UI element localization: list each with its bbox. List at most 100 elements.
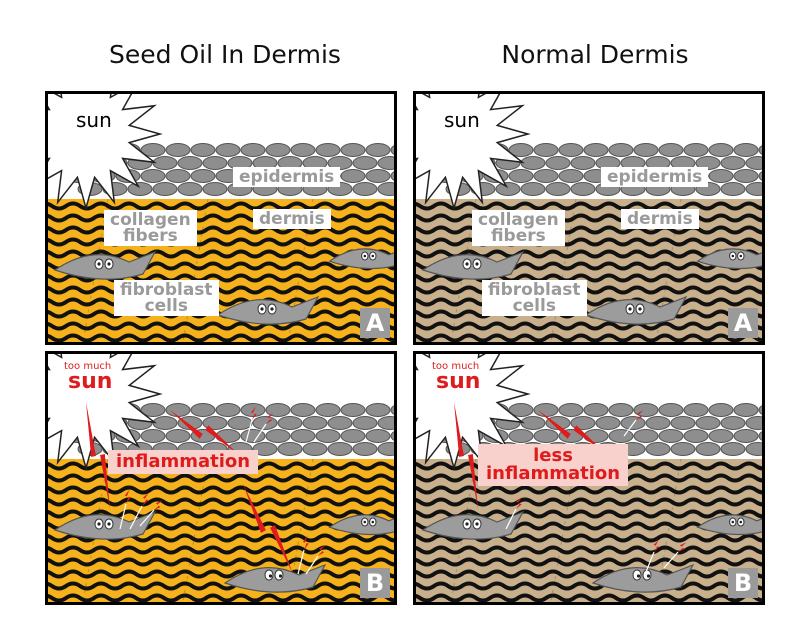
epidermis-cell-icon	[140, 429, 166, 443]
epidermis-cell-icon	[140, 403, 166, 417]
fibroblast-cell-icon	[584, 295, 688, 325]
fibroblast-cell-icon	[696, 514, 762, 536]
epidermis-cell-icon	[520, 182, 546, 196]
lightning-bolt-icon	[302, 535, 309, 550]
epidermis-cell-icon	[165, 143, 191, 157]
epidermis-cell-icon	[152, 156, 178, 170]
epidermis-cell-icon	[215, 143, 241, 157]
title-normal: Normal Dermis	[501, 40, 689, 69]
epidermis-cell-icon	[658, 143, 684, 157]
epidermis-cell-icon	[708, 429, 734, 443]
epidermis-cell-icon	[190, 403, 216, 417]
epidermis-cell-icon	[290, 403, 316, 417]
epidermis-cell-icon	[190, 169, 216, 183]
too-much-label: too much	[432, 361, 480, 372]
sun-icon	[416, 354, 531, 471]
fibroblast-cell-icon	[216, 295, 320, 325]
lightning-bolt-icon	[636, 410, 644, 420]
epidermis-cell-icon	[177, 156, 203, 170]
epidermis-cell-icon	[340, 403, 366, 417]
too-much-label: too much	[64, 361, 112, 372]
epidermis-cell-icon	[720, 182, 746, 196]
lightning-bolt-icon	[516, 497, 522, 509]
epidermis-cell-icon	[683, 429, 709, 443]
epidermis-label: epidermis	[601, 167, 709, 187]
epidermis-cell-icon	[533, 169, 559, 183]
epidermis-cell-icon	[558, 169, 584, 183]
epidermis-cell-icon	[683, 403, 709, 417]
epidermis-cell-icon	[545, 416, 571, 430]
epidermis-cell-icon	[377, 182, 394, 196]
epidermis-cell-icon	[608, 429, 634, 443]
lightning-bolt-icon	[243, 484, 293, 574]
epidermis-cell-icon	[733, 169, 759, 183]
epidermis-cell-icon	[695, 416, 721, 430]
dermis-label: dermis	[621, 209, 699, 229]
epidermis-cell-icon	[340, 169, 366, 183]
lightning-bolt-icon	[124, 489, 131, 504]
lightning-bolt-icon	[538, 410, 606, 454]
epidermis-cell-icon	[290, 429, 316, 443]
epidermis-cell-icon	[215, 403, 241, 417]
panel-letter-b: B	[360, 568, 390, 598]
panel-letter-a: A	[728, 308, 758, 338]
epidermis-cell-icon	[365, 143, 391, 157]
epidermis-cell-icon	[352, 416, 378, 430]
spark-line	[245, 419, 253, 443]
fibroblast-cell-icon	[53, 250, 157, 280]
epidermis-cell-icon	[177, 416, 203, 430]
epidermis-cell-icon	[733, 403, 759, 417]
epidermis-cell-icon	[508, 143, 534, 157]
lightning-bolt-icon	[250, 406, 257, 420]
epidermis-cell-icon	[495, 182, 521, 196]
epidermis-cell-icon	[708, 143, 734, 157]
less-inflammation-label: less inflammation	[478, 444, 629, 486]
spark-line	[253, 423, 267, 443]
epidermis-cell-icon	[708, 403, 734, 417]
fibroblast-cell-icon	[328, 248, 394, 270]
epidermis-cell-icon	[377, 442, 394, 456]
epidermis-cell-icon	[202, 416, 228, 430]
lightning-bolt-icon	[86, 402, 110, 509]
epidermis-cell-icon	[377, 416, 394, 430]
spark-line	[505, 508, 517, 530]
collagen-label: collagen fibers	[472, 210, 565, 246]
epidermis-cell-icon	[165, 403, 191, 417]
epidermis-cell-icon	[533, 403, 559, 417]
epidermis-cell-icon	[758, 171, 762, 181]
lightning-bolt-icon	[170, 410, 238, 454]
epidermis-cell-icon	[265, 429, 291, 443]
fibroblast-cell-icon	[328, 514, 394, 536]
epidermis-cell-icon	[265, 143, 291, 157]
title-seed-oil: Seed Oil In Dermis	[109, 40, 341, 69]
epidermis-cell-icon	[240, 403, 266, 417]
inflammation-label: inflammation	[108, 450, 259, 474]
sun-icon	[48, 94, 163, 211]
epidermis-cell-icon	[658, 429, 684, 443]
epidermis-cell-icon	[327, 442, 353, 456]
epidermis-cell-icon	[720, 442, 746, 456]
spark-line	[305, 555, 319, 575]
epidermis-cell-icon	[315, 429, 341, 443]
spark-line	[663, 551, 679, 569]
epidermis-cell-icon	[127, 182, 153, 196]
lightning-bolt-icon	[454, 402, 478, 509]
epidermis-cell-icon	[390, 145, 394, 155]
fibroblast-cell-icon	[223, 563, 327, 593]
panel-letter-b: B	[728, 568, 758, 598]
spark-line	[297, 549, 305, 575]
fibroblast-cell-icon	[421, 250, 525, 280]
dermis-label: dermis	[253, 209, 331, 229]
epidermis-cell-icon	[633, 403, 659, 417]
epidermis-cell-icon	[152, 416, 178, 430]
epidermis-cell-icon	[365, 429, 391, 443]
panel-letter-a: A	[360, 308, 390, 338]
epidermis-cell-icon	[545, 156, 571, 170]
epidermis-cell-icon	[302, 416, 328, 430]
epidermis-cell-icon	[570, 156, 596, 170]
epidermis-cell-icon	[520, 156, 546, 170]
epidermis-cell-icon	[570, 416, 596, 430]
epidermis-cell-icon	[545, 182, 571, 196]
epidermis-cell-icon	[583, 143, 609, 157]
epidermis-cell-icon	[695, 442, 721, 456]
